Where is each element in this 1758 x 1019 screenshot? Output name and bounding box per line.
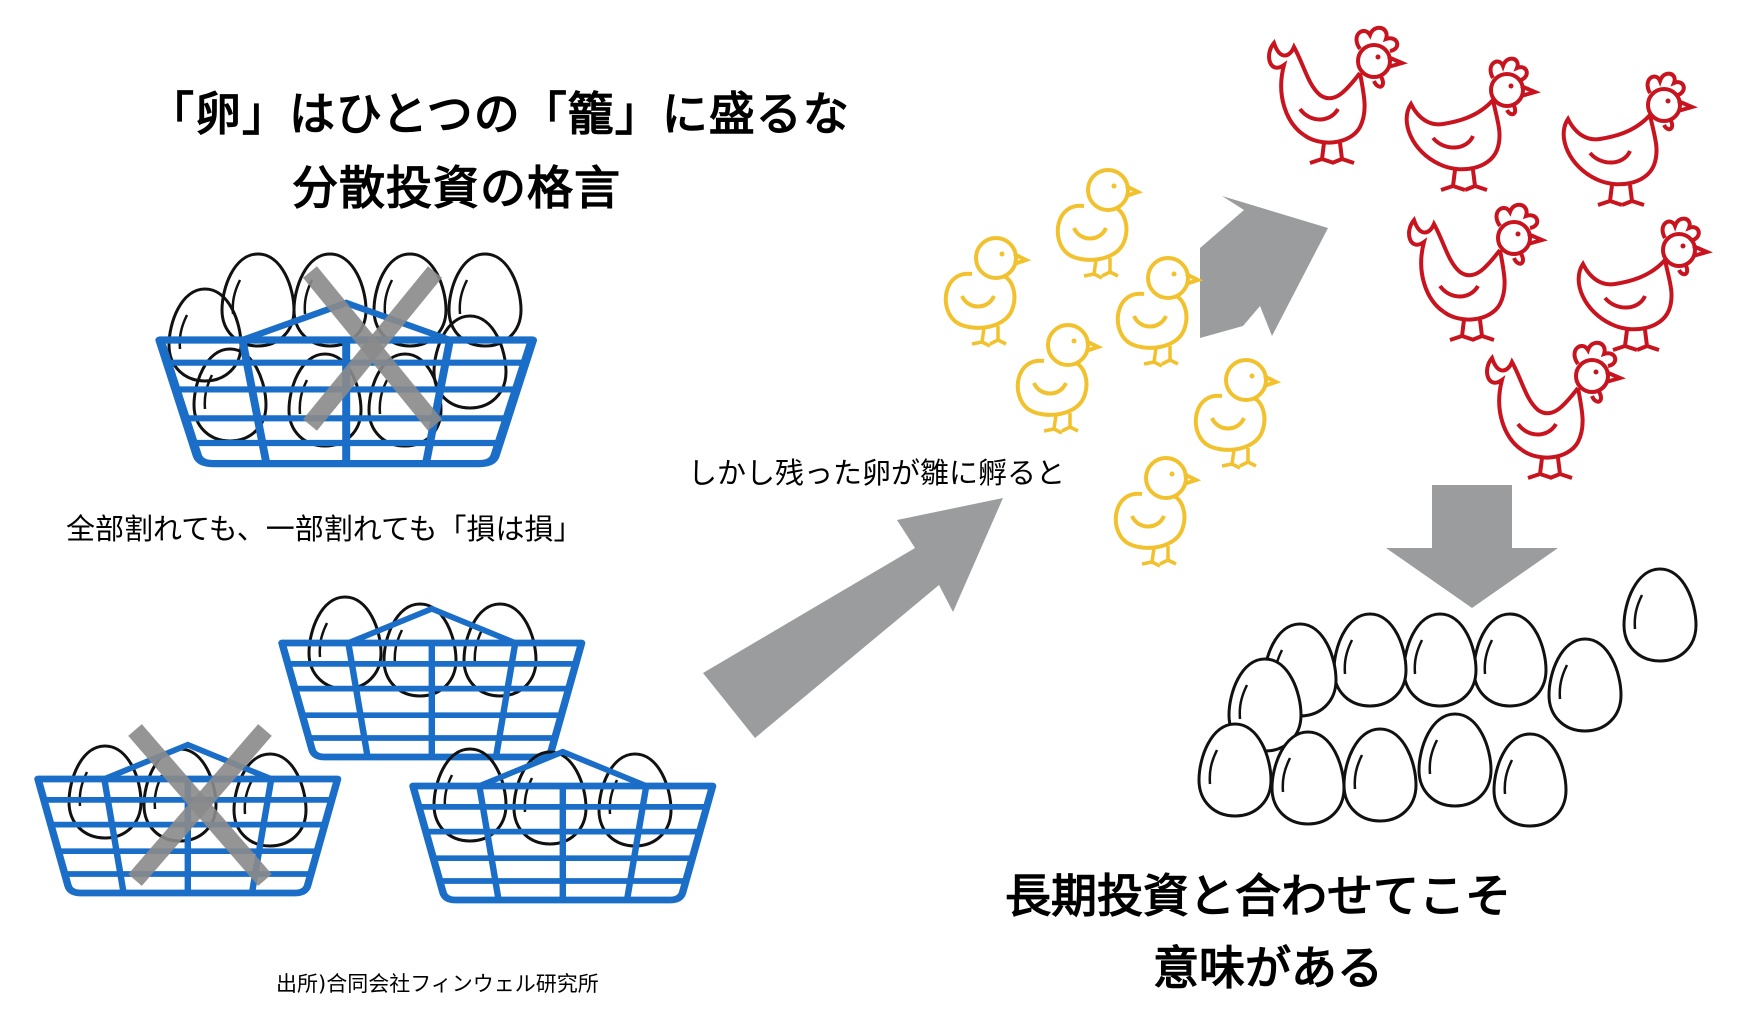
conclusion-line-2: 意味がある (1153, 941, 1383, 995)
cross-icon (128, 724, 272, 886)
arrow-to-chicks-icon (703, 498, 1003, 738)
arrow-to-hens-icon (1200, 196, 1328, 338)
chickens-group (1267, 25, 1709, 480)
single-basket-group (160, 252, 532, 464)
left-caption: 全部割れても、一部割れても「損は損」 (66, 512, 583, 546)
cross-icon (303, 266, 442, 431)
headline-line-1: 「卵」はひとつの「籠」に盛るな (148, 87, 850, 141)
arrow-down-icon (1386, 485, 1558, 608)
diversified-baskets-group (38, 595, 713, 900)
conclusion-line-1: 長期投資と合わせてこそ (1005, 869, 1511, 923)
many-eggs-group (1197, 567, 1698, 828)
headline-line-2: 分散投資の格言 (292, 161, 621, 215)
middle-caption: しかし残った卵が雛に孵ると (688, 456, 1066, 490)
basket-icon (282, 609, 582, 757)
source-note: 出所)合同会社フィンウェル研究所 (276, 972, 599, 996)
